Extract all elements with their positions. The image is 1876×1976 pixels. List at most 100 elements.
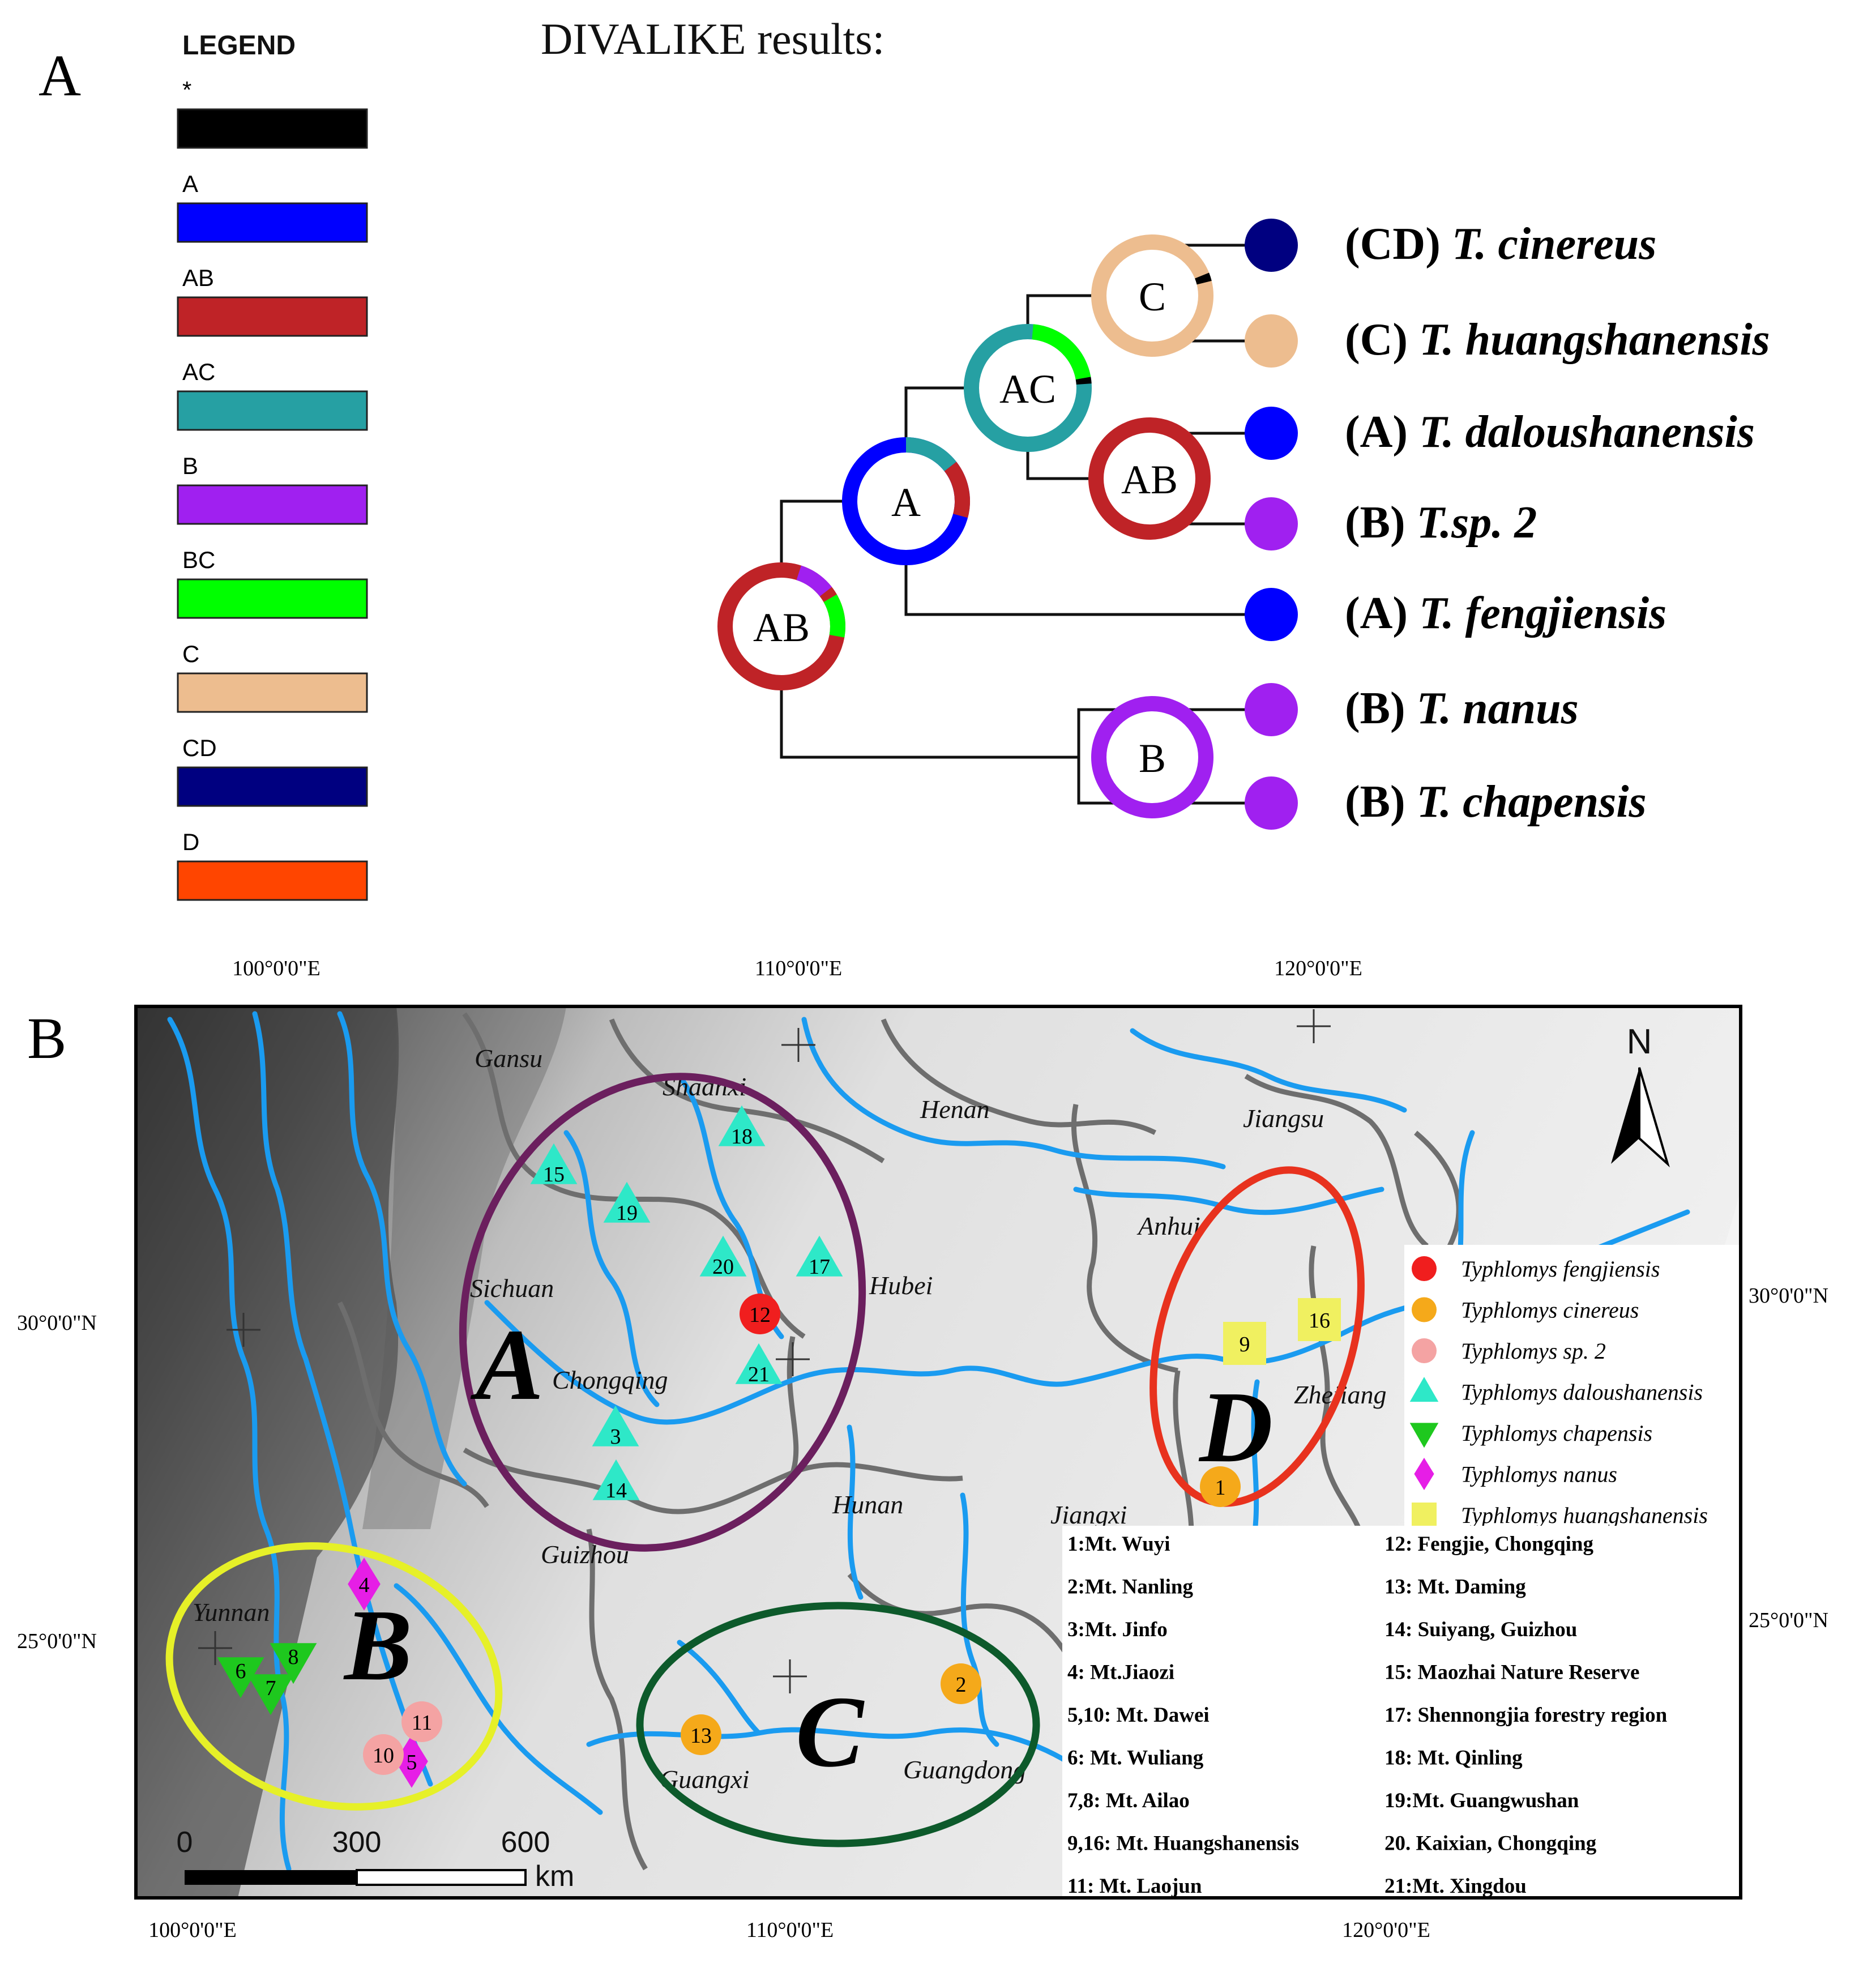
marker-shape (603, 1181, 651, 1223)
marker-shape (1412, 1338, 1437, 1363)
map-frame (134, 1005, 1742, 1900)
graticule-cross (227, 1313, 260, 1347)
river (677, 1640, 762, 1736)
node-label: A (891, 480, 921, 525)
region-label: B (343, 1589, 412, 1701)
lat-label-right: 30°0'0"N (1749, 1284, 1828, 1308)
species-legend-item: Typhlomys sp. 2 (1412, 1338, 1606, 1364)
legend-item-label: * (182, 76, 191, 103)
legend-item-swatch (177, 202, 368, 243)
region-labels: A B C D (343, 1308, 1273, 1788)
locality-marker: 8 (270, 1643, 317, 1684)
river (563, 1130, 660, 1407)
graticule-cross (781, 1028, 815, 1062)
node-label: AB (1121, 457, 1178, 502)
tip: (A) T. daloushanensis (1245, 407, 1755, 460)
node-label: AB (753, 605, 810, 650)
locality-entry: 5,10: Mt. Dawei (1067, 1704, 1210, 1727)
locality-entry: 6: Mt. Wuliang (1067, 1747, 1204, 1770)
marker-shape (1412, 1503, 1437, 1527)
locality-marker: 18 (718, 1105, 766, 1149)
lon-label-top: 100°0'0"E (232, 957, 320, 980)
lon-label-top: 120°0'0"E (1274, 957, 1362, 980)
marker-number: 5 (407, 1751, 417, 1774)
province-label: Jiangxi (1050, 1500, 1127, 1529)
node-ring-segment (796, 565, 832, 597)
scale-tick-label: 300 (332, 1826, 382, 1859)
locality-marker: 21 (735, 1343, 783, 1386)
marker-number: 3 (610, 1425, 621, 1449)
species-legend-item: Typhlomys nanus (1414, 1457, 1617, 1491)
region-label: D (1198, 1371, 1273, 1483)
legend-item-label: CD (182, 735, 217, 761)
scale-bar-segment (356, 1869, 527, 1886)
locality-entry: 15: Maozhai Nature Reserve (1384, 1661, 1639, 1684)
legend-item-label: AB (182, 264, 214, 291)
ancestral-range-nodes: C AC AB A AB B (717, 234, 1213, 818)
tip-species: T. chapensis (1417, 777, 1647, 827)
locality-marker: 1 (1200, 1466, 1241, 1507)
marker-shape (395, 1735, 428, 1788)
boundary (609, 1018, 885, 1163)
river (586, 1727, 1079, 1770)
province-label: Hubei (869, 1271, 933, 1300)
tip-label: (B) T. chapensis (1345, 777, 1647, 827)
species-legend-item: Typhlomys daloushanensis (1409, 1377, 1703, 1405)
region-a-ellipse (459, 1073, 866, 1552)
tip-species: T. fengjiensis (1419, 588, 1666, 638)
region-label: A (470, 1308, 544, 1421)
mountain-shading (362, 1006, 566, 1529)
region-label: C (796, 1675, 865, 1788)
tip-label: (B) T.sp. 2 (1345, 498, 1537, 548)
locality-marker: 15 (530, 1143, 578, 1187)
species-name: Typhlomys nanus (1461, 1462, 1617, 1487)
locality-marker: 5 (395, 1735, 428, 1788)
lon-label-bottom: 110°0'0"E (746, 1918, 834, 1942)
species-legend-item: Typhlomys fengjiensis (1412, 1256, 1660, 1282)
province-label: Henan (920, 1095, 990, 1124)
marker-number: 15 (543, 1163, 565, 1187)
species-name: Typhlomys daloushanensis (1461, 1380, 1703, 1405)
marker-shape (530, 1143, 578, 1184)
marker-number: 8 (288, 1645, 299, 1669)
species-name: Typhlomys fengjiensis (1461, 1256, 1660, 1282)
panel-a-title: DIVALIKE results: (541, 14, 884, 63)
tip: (B) T. nanus (1245, 683, 1579, 736)
legend-item-swatch (177, 860, 368, 901)
tip-state-dot (1245, 776, 1298, 830)
province-label: Anhui (1136, 1211, 1200, 1240)
province-label: Gansu (475, 1044, 542, 1073)
graticule-cross (773, 1659, 807, 1693)
species-legend-box (1404, 1245, 1741, 1528)
tip-state-dot (1245, 314, 1298, 368)
boundary (1244, 1074, 1429, 1248)
node-label: C (1139, 274, 1166, 319)
tip-area: (B) (1345, 777, 1417, 827)
tip-species: T. daloushanensis (1419, 407, 1755, 457)
legend-item-label: D (182, 829, 199, 855)
tip-area: (A) (1345, 407, 1419, 457)
tip-area: (B) (1345, 684, 1417, 733)
marker-shape (1412, 1297, 1437, 1322)
node-label: B (1139, 736, 1166, 781)
node-ring-segment (823, 594, 845, 638)
locality-entry: 20. Kaixian, Chongqing (1384, 1832, 1597, 1855)
locality-entry: 1:Mt. Wuyi (1067, 1533, 1170, 1556)
marker-shape (1223, 1322, 1266, 1365)
province-label: Jiangsu (1243, 1104, 1324, 1133)
legend-item-label: B (182, 453, 198, 479)
ancestral-node: A (842, 437, 970, 565)
localities-box (1062, 1526, 1741, 1898)
ancestral-node: B (1091, 696, 1213, 818)
locality-marker: 14 (592, 1459, 640, 1503)
ancestral-node: C (1091, 234, 1213, 357)
lat-label-right: 25°0'0"N (1749, 1608, 1828, 1632)
locality-entry: 19:Mt. Guangwushan (1384, 1789, 1579, 1812)
marker-shape (592, 1405, 639, 1446)
ancestral-node: AC (964, 324, 1092, 452)
marker-number: 12 (749, 1303, 771, 1327)
node-label: AC (999, 366, 1056, 412)
marker-shape (348, 1557, 381, 1611)
